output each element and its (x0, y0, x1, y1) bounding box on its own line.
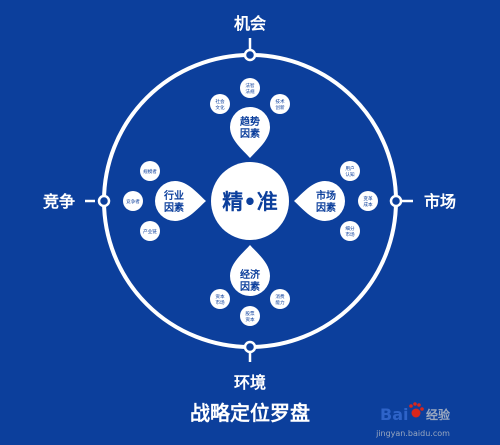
economy-sub-circle (210, 289, 230, 309)
industry-sub-text: 规模者 (143, 168, 157, 175)
direction-right: 市场 (424, 192, 456, 211)
trend-sub-text: 文化 (215, 104, 225, 111)
industry-sub-circle (140, 161, 160, 181)
economy-sub-text: 消费 (275, 293, 285, 300)
marker-bottom (243, 340, 257, 354)
economy-label-2: 因素 (240, 280, 260, 293)
economy-sub-text: 能力 (275, 299, 285, 306)
trend-sub-circle (240, 78, 260, 98)
baidu-watermark: Bai 经验 jingyan.baidu.com (375, 402, 451, 438)
market-drop (294, 181, 345, 221)
marker-left (97, 194, 111, 208)
trend-sub-text: 社会 (215, 98, 225, 105)
market-sub-text: 用户 (345, 165, 354, 172)
diagram-title: 战略定位罗盘 (190, 401, 310, 425)
industry-sub-text: 产业链 (143, 228, 157, 235)
industry-drop (155, 181, 206, 221)
market-sub-text: 变革 (363, 195, 373, 202)
industry-label-2: 因素 (164, 201, 184, 214)
market-sub-text: 成本 (363, 201, 373, 208)
economy-sub-circle (270, 289, 290, 309)
economy-sub-text: 市场 (215, 299, 225, 306)
trend-label-2: 因素 (240, 127, 260, 140)
trend-drop (230, 107, 270, 158)
economy-sub-text: 股票 (245, 311, 255, 317)
market-label-2: 因素 (316, 201, 336, 214)
center-label: 精•准 (222, 190, 277, 214)
paw-icon (409, 402, 424, 418)
industry-label-1: 行业 (163, 189, 184, 202)
trend-label-1: 趋势 (240, 115, 260, 128)
marker-right (389, 194, 403, 208)
trend-sub-circle (270, 94, 290, 114)
market-sub-circle (340, 221, 360, 241)
watermark-brand-left: Bai (380, 405, 408, 424)
market-sub-text: 认知 (345, 171, 355, 178)
industry-sub-circle (140, 221, 160, 241)
industry-sub-text: 竞争者 (126, 198, 140, 205)
trend-sub-text: 法规 (245, 88, 255, 95)
watermark-url: jingyan.baidu.com (375, 429, 450, 438)
trend-sub-text: 创新 (275, 104, 285, 111)
watermark-brand-right: 经验 (426, 407, 451, 422)
market-label-1: 市场 (316, 189, 336, 202)
economy-drop (230, 245, 270, 296)
marker-top (243, 48, 257, 62)
trend-sub-circle (210, 94, 230, 114)
economy-label-1: 经济 (240, 268, 261, 281)
market-sub-text: 细分 (345, 225, 355, 232)
market-sub-circle (358, 191, 378, 211)
center-circle (211, 162, 289, 240)
economy-sub-text: 资本 (245, 316, 255, 323)
economy-sub-circle (240, 306, 260, 326)
market-sub-circle (340, 161, 360, 181)
industry-sub-circle (123, 191, 143, 211)
economy-sub-text: 资本 (215, 293, 225, 300)
trend-sub-text: 技术 (275, 98, 285, 105)
trend-sub-text: 法智 (245, 82, 255, 89)
direction-top: 机会 (234, 14, 266, 33)
direction-left: 竞争 (43, 192, 75, 211)
direction-bottom: 环境 (234, 373, 266, 392)
market-sub-text: 市场 (345, 231, 355, 238)
